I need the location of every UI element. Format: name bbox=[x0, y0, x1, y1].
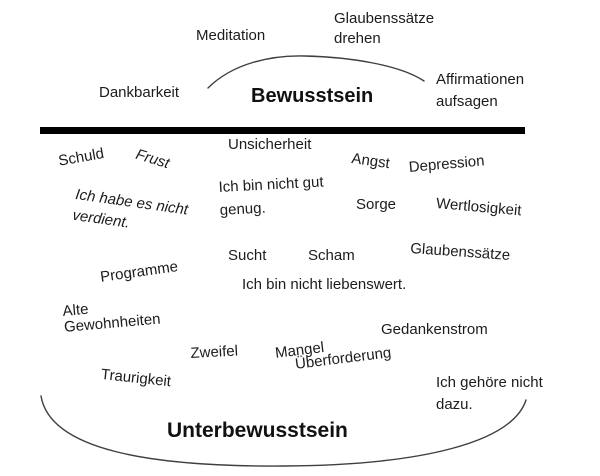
label-gedankenstrom: Gedankenstrom bbox=[381, 321, 488, 338]
label-meditation: Meditation bbox=[196, 27, 266, 44]
subconscious-title: Unterbewusstsein bbox=[167, 419, 348, 442]
waterline-divider bbox=[40, 127, 525, 134]
label-schuld: Schuld bbox=[57, 145, 106, 170]
label-alte-gewohnheiten: Alte Gewohnheiten bbox=[61, 300, 162, 336]
conscious-arc bbox=[207, 55, 425, 89]
label-wertlosigkeit: Wertlosigkeit bbox=[435, 194, 523, 220]
label-ich-habe-es-nicht-verdient: Ich habe es nicht verdient. bbox=[71, 185, 190, 232]
label-ich-bin-nicht-liebenswert: Ich bin nicht liebenswert. bbox=[242, 276, 407, 293]
label-zweifel: Zweifel bbox=[190, 342, 239, 362]
label-sucht: Sucht bbox=[228, 247, 267, 264]
label-affirmationen-aufsagen: Affirmationen aufsagen bbox=[436, 71, 525, 110]
label-ich-bin-nicht-gut-genug: Ich bin nicht gut genug. bbox=[218, 173, 324, 219]
label-angst: Angst bbox=[350, 149, 391, 173]
label-glaubenssaetze-drehen: Glaubenssätze drehen bbox=[334, 10, 435, 47]
label-depression: Depression bbox=[408, 152, 486, 176]
label-scham: Scham bbox=[308, 247, 355, 264]
label-frust: Frust bbox=[133, 145, 172, 173]
label-unsicherheit: Unsicherheit bbox=[228, 136, 312, 153]
label-programme: Programme bbox=[99, 258, 180, 286]
label-traurigkeit: Traurigkeit bbox=[100, 365, 172, 391]
label-dankbarkeit: Dankbarkeit bbox=[99, 84, 180, 101]
label-sorge: Sorge bbox=[356, 196, 397, 213]
conscious-title: Bewusstsein bbox=[251, 85, 374, 107]
label-ich-gehoere-nicht-dazu: Ich gehöre nicht dazu. bbox=[436, 374, 543, 413]
label-glaubenssaetze: Glaubenssätze bbox=[409, 239, 511, 264]
